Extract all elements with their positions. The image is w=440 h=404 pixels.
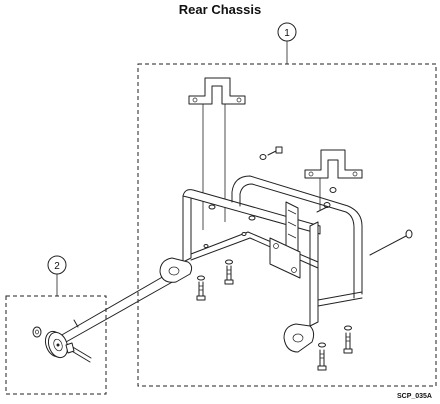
pin-right	[369, 229, 413, 256]
bolt-front-left	[196, 275, 206, 301]
callout-1: 1	[277, 22, 297, 64]
diagram-title: Rear Chassis	[178, 2, 262, 17]
right-upper-bracket	[304, 149, 363, 210]
callout-1-label: 1	[284, 28, 290, 39]
anti-tip-wheel	[44, 330, 69, 359]
bolt-rear-left	[317, 342, 327, 371]
drawing-code: SCP_035A	[396, 393, 432, 400]
front-clamp-bracket	[159, 257, 193, 283]
washer-right	[329, 187, 337, 193]
wheel-axle-bolt	[65, 342, 92, 363]
rear-clamp-bracket	[283, 323, 315, 353]
bolt-front-right	[224, 259, 234, 285]
wheel-nut	[32, 326, 42, 338]
bolt-rear-right	[343, 325, 353, 354]
rear-chassis-frame	[182, 175, 363, 327]
callout-2-label: 2	[54, 261, 60, 272]
callout-2: 2	[47, 255, 67, 296]
washer-top	[259, 154, 267, 160]
screw-mid	[316, 206, 328, 213]
assembly-1-boundary	[137, 63, 437, 387]
assembly-2-boundary	[5, 295, 107, 395]
screw-top	[267, 146, 283, 156]
